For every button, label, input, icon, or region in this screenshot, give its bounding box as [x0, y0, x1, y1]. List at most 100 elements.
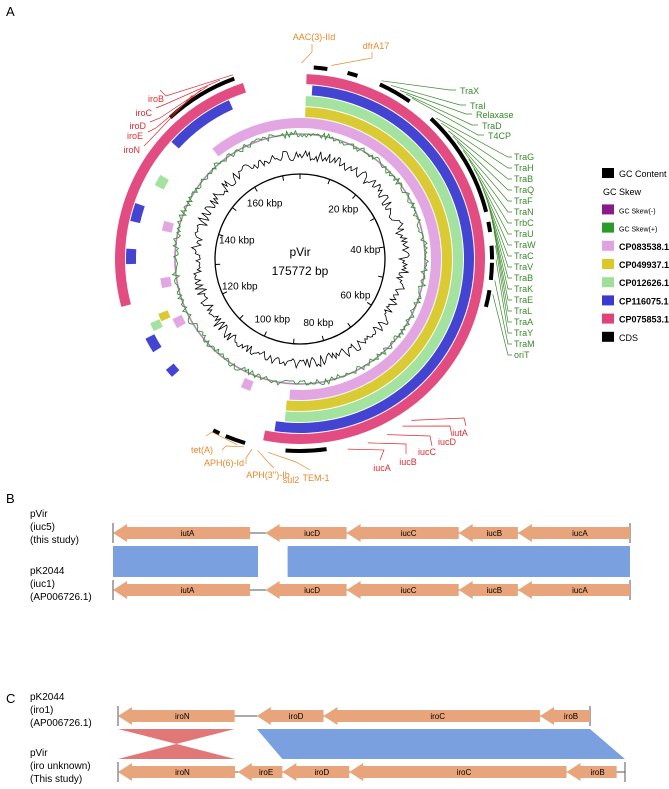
gene-label-virulence: iucC	[418, 447, 437, 457]
kbp-tick	[239, 314, 244, 320]
track-label: (iro unknown)	[30, 761, 91, 772]
gene-label-leader	[478, 177, 512, 246]
gene-label-resistance: TEM-1	[303, 473, 330, 483]
kbp-tick-label: 60 kbp	[340, 290, 370, 301]
gene-label-virulence: iucA	[373, 463, 391, 473]
cds-arc	[488, 262, 494, 281]
cds-arc	[483, 289, 492, 308]
gene-label-leader	[493, 231, 512, 312]
gene-label-transfer: TraD	[482, 121, 502, 131]
gene-arrow-iroC	[349, 763, 567, 781]
cds-arc	[313, 65, 328, 71]
gene-arrow-iroC	[323, 707, 541, 725]
track-label: (iro1)	[30, 705, 53, 716]
gene-label-leader	[402, 425, 453, 437]
track-label: pVir	[30, 748, 48, 759]
ring-segment-CP075853-1	[115, 83, 247, 307]
kbp-tick	[366, 302, 372, 306]
kbp-tick	[218, 234, 224, 237]
kbp-tick	[263, 331, 267, 337]
legend-item-label: CP083538.1	[619, 242, 669, 252]
gene-label-leader	[245, 448, 253, 464]
track-label: (AP006726.1)	[30, 718, 92, 729]
gene-label-leader	[492, 294, 512, 356]
legend-swatch	[602, 222, 614, 233]
gene-label-leader	[456, 141, 512, 202]
inverted-link	[118, 729, 235, 759]
gene-arrow-iucC	[346, 581, 459, 599]
gene-label: iucD	[304, 586, 320, 595]
gene-label-transfer: TraG	[514, 152, 534, 162]
ring-segment-CP083538-1	[172, 314, 186, 329]
gene-label-leader	[143, 94, 193, 147]
track-label: (this study)	[30, 535, 79, 546]
gene-label-virulence: iroD	[129, 121, 146, 131]
track-label: pVir	[30, 509, 48, 520]
gene-label-virulence: iroB	[148, 94, 164, 104]
gene-label: iroD	[289, 712, 304, 721]
gene-label-leader	[485, 197, 512, 268]
kbp-tick	[347, 322, 352, 328]
gene-label: iucA	[572, 529, 588, 538]
gene-label-leader	[448, 130, 512, 180]
legend-swatch	[602, 240, 614, 251]
gene-label-leader	[473, 168, 512, 235]
track-label: (This study)	[30, 774, 82, 785]
ring-segment-CP012626-1	[150, 319, 163, 332]
gene-label-virulence: iutA	[452, 428, 468, 438]
legend-item-label: GC Skew(-)	[619, 208, 656, 215]
gene-label-transfer: TraX	[460, 86, 479, 96]
kbp-tick-label: 160 kbp	[247, 199, 283, 210]
gene-label-leader	[452, 135, 512, 191]
gene-label-leader	[491, 221, 512, 301]
legend-item-label: GC Skew	[603, 187, 642, 197]
gene-label-transfer: TraU	[514, 229, 534, 239]
kbp-tick	[352, 194, 357, 199]
plasmid-name: pVir	[289, 245, 310, 259]
ring-segment-CP116075-1	[126, 248, 137, 265]
gene-label-transfer: TraE	[514, 295, 533, 305]
legend-swatch	[602, 204, 614, 215]
track-label: (iuc5)	[30, 522, 55, 533]
gene-label: iroD	[314, 768, 329, 777]
gene-label: iroE	[259, 768, 273, 777]
gene-label-leader	[436, 117, 512, 158]
gene-label-transfer: TrbC	[514, 218, 534, 228]
gene-label-virulence: iucD	[438, 437, 457, 447]
legend-swatch	[602, 313, 614, 324]
gene-label-leader	[489, 210, 512, 290]
track-label: (iuc1)	[30, 579, 55, 590]
kbp-tick-label: 120 kbp	[222, 282, 258, 293]
legend-item-label: CP116075.1	[619, 296, 669, 306]
kbp-tick-label: 40 kbp	[350, 245, 380, 256]
gene-label: iroB	[590, 768, 604, 777]
gene-label-resistance: AAC(3)-IId	[293, 32, 336, 42]
kbp-tick-label: 100 kbp	[255, 314, 291, 325]
gene-label-transfer: TraV	[514, 262, 533, 272]
kbp-tick	[222, 291, 228, 295]
kbp-tick	[321, 335, 325, 341]
gene-label-resistance: APH(6)-Id	[204, 458, 244, 468]
gene-label-leader	[468, 159, 512, 224]
gene-label-transfer: Relaxase	[476, 110, 514, 120]
ring-segment-CP083538-1	[161, 220, 174, 233]
gene-label-leader	[495, 245, 512, 323]
gene-label-leader	[347, 448, 385, 461]
gene-label-leader	[441, 122, 512, 169]
cds-arc	[168, 76, 235, 120]
track-label: (AP006726.1)	[30, 592, 92, 603]
gene-label-virulence: iroE	[127, 131, 143, 141]
gene-arrow-iucD	[265, 581, 347, 599]
gene-label-leader	[267, 451, 311, 471]
gene-label-virulence: iroC	[135, 108, 152, 118]
gene-arrow-iroN	[118, 763, 235, 781]
cds-arc	[224, 434, 246, 445]
kbp-tick	[282, 175, 285, 181]
legend-swatch	[602, 168, 614, 178]
gene-label-virulence: iroN	[123, 145, 140, 155]
gene-arrow-iroD	[256, 707, 324, 725]
legend-swatch	[602, 331, 614, 342]
gene-arrow-iroB	[566, 763, 617, 781]
